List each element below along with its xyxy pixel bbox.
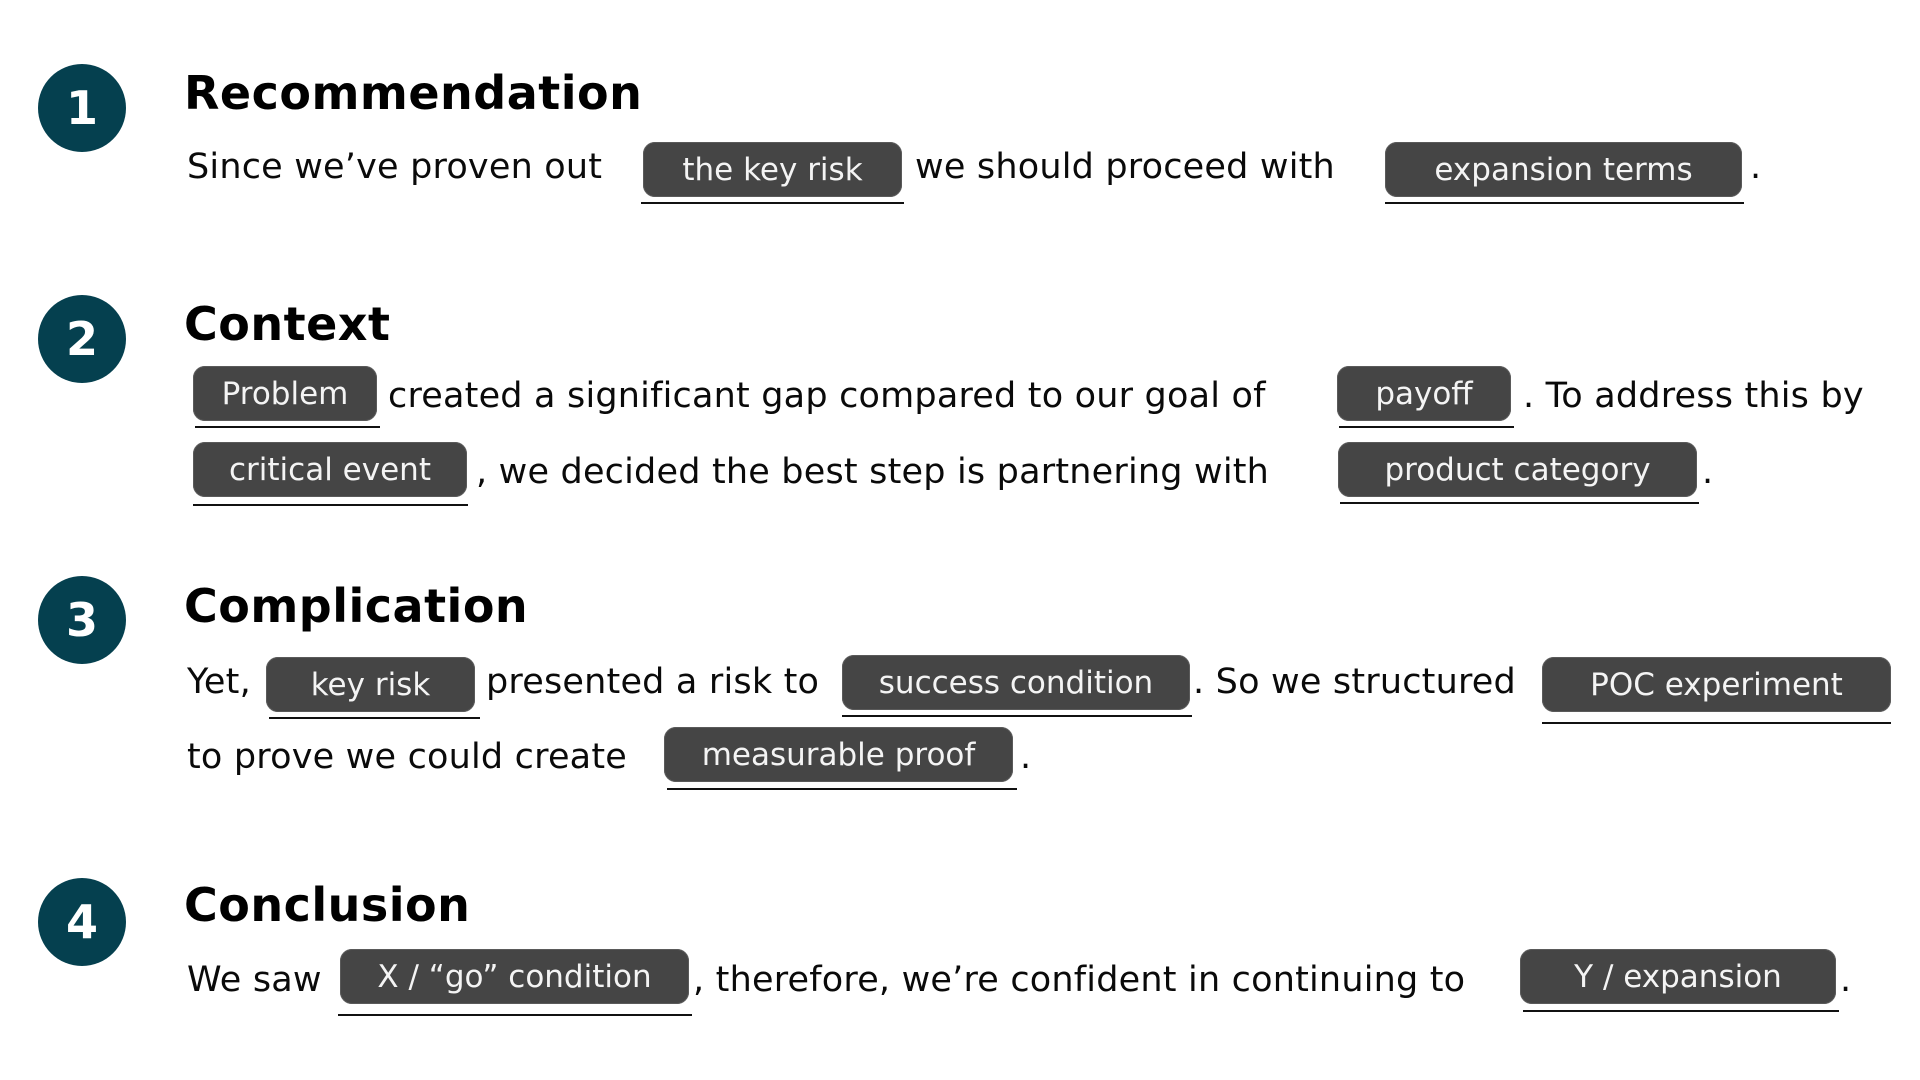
- blank-field-success-condition[interactable]: success condition: [842, 655, 1190, 710]
- sentence-text: Since we’ve proven out: [187, 147, 603, 187]
- step-number-badge: 2: [38, 295, 126, 383]
- section-title: Recommendation: [184, 66, 643, 120]
- step-number-badge: 1: [38, 64, 126, 152]
- sentence-text: . So we structured: [1193, 662, 1516, 702]
- blank-underline: [195, 426, 380, 428]
- sentence-text: , we decided the best step is partnering…: [476, 452, 1270, 492]
- blank-underline: [1385, 202, 1744, 204]
- sentence-text: . To address this by: [1523, 376, 1864, 416]
- sentence-text: , therefore, we’re confident in continui…: [693, 960, 1466, 1000]
- section-title: Context: [184, 297, 391, 351]
- blank-field-expansion[interactable]: Y / expansion: [1520, 949, 1836, 1004]
- sentence-text: we should proceed with: [915, 147, 1335, 187]
- sentence-punctuation: .: [1840, 960, 1852, 1000]
- blank-field-problem[interactable]: Problem: [193, 366, 377, 421]
- blank-underline: [1523, 1010, 1839, 1012]
- sentence-text: to prove we could create: [187, 737, 627, 777]
- blank-underline: [1542, 722, 1891, 724]
- blank-underline: [269, 717, 480, 719]
- blank-field-product-category[interactable]: product category: [1338, 442, 1697, 497]
- section-title: Conclusion: [184, 878, 471, 932]
- blank-underline: [667, 788, 1017, 790]
- blank-field-measurable-proof[interactable]: measurable proof: [664, 727, 1013, 782]
- blank-field-go-condition[interactable]: X / “go” condition: [340, 949, 689, 1004]
- sentence-text: We saw: [187, 960, 322, 1000]
- blank-underline: [641, 202, 904, 204]
- blank-field-payoff[interactable]: payoff: [1337, 366, 1511, 421]
- section-title: Complication: [184, 579, 529, 633]
- sentence-text: presented a risk to: [486, 662, 820, 702]
- blank-underline: [842, 715, 1192, 717]
- sentence-text: Yet,: [187, 662, 251, 702]
- step-number-badge: 3: [38, 576, 126, 664]
- blank-underline: [193, 504, 468, 506]
- sentence-punctuation: .: [1702, 452, 1714, 492]
- blank-field-key-risk[interactable]: key risk: [266, 657, 475, 712]
- blank-field-expansion-terms[interactable]: expansion terms: [1385, 142, 1742, 197]
- blank-underline: [338, 1014, 692, 1016]
- sentence-punctuation: .: [1020, 737, 1032, 777]
- blank-underline: [1340, 502, 1699, 504]
- blank-field-poc-experiment[interactable]: POC experiment: [1542, 657, 1891, 712]
- blank-field-critical-event[interactable]: critical event: [193, 442, 467, 497]
- sentence-text: created a significant gap compared to ou…: [388, 376, 1266, 416]
- sentence-punctuation: .: [1750, 147, 1762, 187]
- blank-field-key-risk[interactable]: the key risk: [643, 142, 902, 197]
- blank-underline: [1339, 426, 1514, 428]
- step-number-badge: 4: [38, 878, 126, 966]
